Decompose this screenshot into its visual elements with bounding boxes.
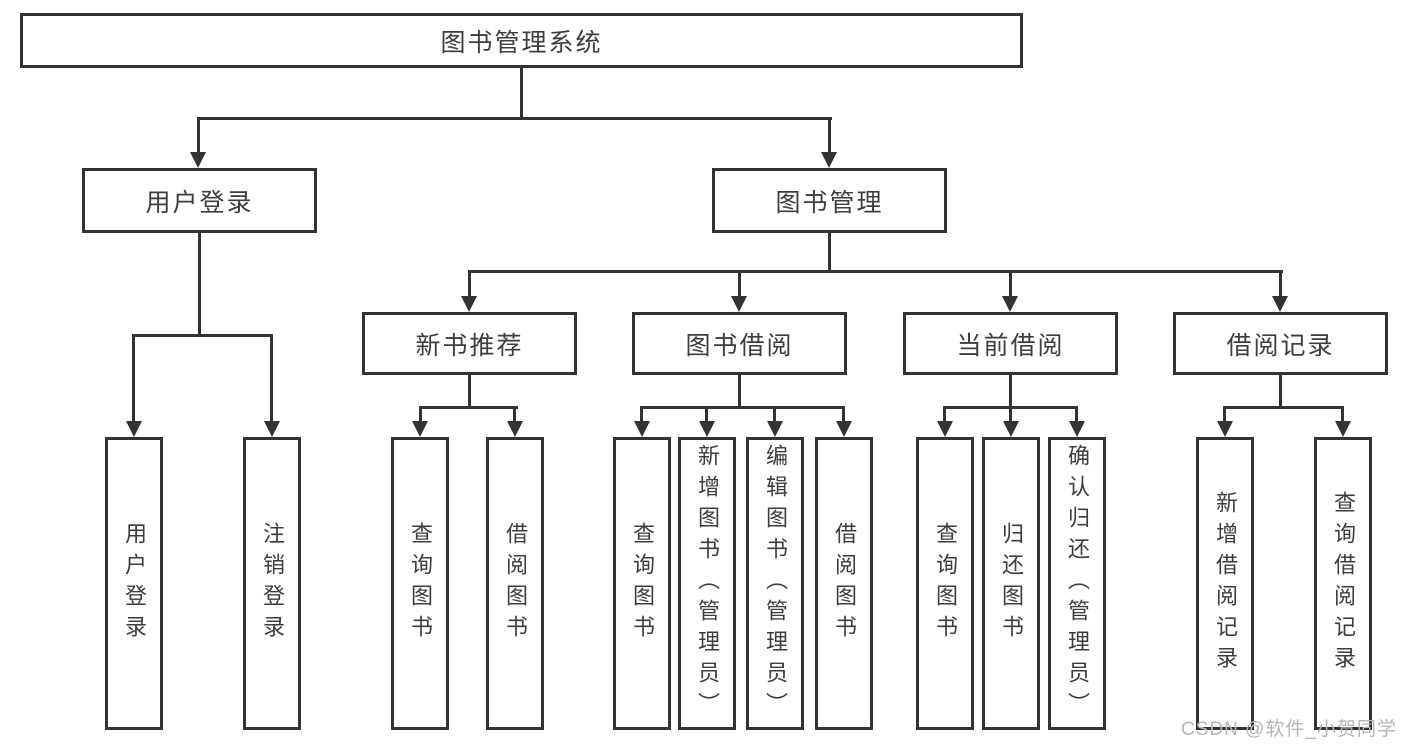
connector-arrowhead [836, 421, 852, 437]
connector-vline [842, 406, 845, 424]
connector-arrowhead [126, 421, 142, 437]
connector-vline [1009, 270, 1012, 299]
leaf-borrow-edit-books-admin: 编辑图书（管理员） [746, 437, 804, 730]
leaf-borrow-query-books: 查询图书 [613, 437, 671, 730]
leaf-recommend-query-books-label: 查询图书 [408, 521, 433, 646]
leaf-current-return-books-label: 归还图书 [999, 521, 1024, 646]
node-borrow-records: 借阅记录 [1173, 312, 1388, 375]
connector-vline [828, 230, 831, 273]
node-book-system: 图书管理系统 [20, 13, 1023, 68]
leaf-logout-label: 注销登录 [260, 521, 285, 646]
connector-arrowhead [821, 152, 837, 168]
leaf-current-confirm-return-admin: 确认归还（管理员） [1048, 437, 1106, 730]
connector-hline [419, 406, 518, 409]
connector-arrowhead [731, 296, 747, 312]
connector-vline [513, 406, 516, 424]
connector-arrowhead [1217, 421, 1233, 437]
connector-vline [705, 406, 708, 424]
connector-vline [828, 117, 831, 155]
node-book-borrow-label: 图书借阅 [685, 331, 794, 360]
connector-vline [419, 406, 422, 424]
leaf-records-add-record-label: 新增借阅记录 [1213, 490, 1238, 677]
connector-arrowhead [699, 421, 715, 437]
connector-arrowhead [461, 296, 477, 312]
node-current-borrow-label: 当前借阅 [956, 331, 1065, 360]
leaf-current-query-books-label: 查询图书 [933, 521, 958, 646]
connector-arrowhead [264, 421, 280, 437]
connector-arrowhead [1003, 421, 1019, 437]
node-book-management: 图书管理 [712, 168, 947, 233]
leaf-records-add-record: 新增借阅记录 [1196, 437, 1254, 730]
connector-arrowhead [1272, 296, 1288, 312]
connector-arrowhead [1335, 421, 1351, 437]
connector-vline [270, 334, 273, 424]
connector-hline [468, 270, 1283, 273]
leaf-current-query-books: 查询图书 [916, 437, 974, 730]
node-book-borrow: 图书借阅 [632, 312, 847, 375]
connector-hline [640, 406, 845, 409]
watermark: CSDN @软件_小贺同学 [1181, 719, 1397, 740]
connector-arrowhead [507, 421, 523, 437]
connector-arrowhead [937, 421, 953, 437]
connector-vline [1009, 406, 1012, 424]
connector-arrowhead [1069, 421, 1085, 437]
leaf-user-login: 用户登录 [105, 437, 163, 730]
leaf-current-confirm-return-admin-label: 确认归还（管理员） [1065, 444, 1090, 723]
connector-vline [943, 406, 946, 424]
connector-vline [468, 372, 471, 408]
connector-arrowhead [634, 421, 650, 437]
connector-vline [773, 406, 776, 424]
leaf-borrow-edit-books-admin-label: 编辑图书（管理员） [763, 444, 788, 723]
leaf-user-login-label: 用户登录 [122, 521, 147, 646]
node-current-borrow: 当前借阅 [903, 312, 1118, 375]
connector-arrowhead [412, 421, 428, 437]
connector-vline [197, 117, 200, 155]
leaf-borrow-add-books-admin-label: 新增图书（管理员） [695, 444, 720, 723]
node-borrow-records-label: 借阅记录 [1226, 331, 1335, 360]
leaf-records-query-record-label: 查询借阅记录 [1331, 490, 1356, 677]
leaf-records-query-record: 查询借阅记录 [1314, 437, 1372, 730]
connector-vline [1223, 406, 1226, 424]
leaf-logout: 注销登录 [243, 437, 301, 730]
connector-arrowhead [767, 421, 783, 437]
connector-vline [738, 372, 741, 408]
node-book-system-label: 图书管理系统 [440, 28, 603, 57]
connector-vline [738, 270, 741, 299]
connector-hline [197, 117, 832, 120]
node-new-book-recommend: 新书推荐 [362, 312, 577, 375]
connector-vline [1279, 270, 1282, 299]
connector-hline [1223, 406, 1344, 409]
connector-vline [1075, 406, 1078, 424]
connector-vline [640, 406, 643, 424]
connector-arrowhead [1002, 296, 1018, 312]
connector-vline [520, 66, 523, 120]
connector-vline [132, 334, 135, 424]
node-user-login: 用户登录 [82, 168, 317, 233]
leaf-current-return-books: 归还图书 [982, 437, 1040, 730]
node-book-management-label: 图书管理 [775, 188, 884, 217]
node-new-book-recommend-label: 新书推荐 [415, 331, 524, 360]
connector-hline [132, 334, 273, 337]
leaf-borrow-borrow-books: 借阅图书 [815, 437, 873, 730]
connector-vline [1341, 406, 1344, 424]
leaf-borrow-add-books-admin: 新增图书（管理员） [678, 437, 736, 730]
connector-vline [1279, 372, 1282, 408]
leaf-borrow-borrow-books-label: 借阅图书 [832, 521, 857, 646]
connector-vline [198, 230, 201, 337]
leaf-recommend-borrow-books-label: 借阅图书 [503, 521, 528, 646]
leaf-recommend-borrow-books: 借阅图书 [486, 437, 544, 730]
leaf-recommend-query-books: 查询图书 [391, 437, 449, 730]
node-user-login-label: 用户登录 [145, 188, 254, 217]
connector-arrowhead [190, 152, 206, 168]
connector-vline [1009, 372, 1012, 408]
leaf-borrow-query-books-label: 查询图书 [630, 521, 655, 646]
connector-vline [468, 270, 471, 299]
